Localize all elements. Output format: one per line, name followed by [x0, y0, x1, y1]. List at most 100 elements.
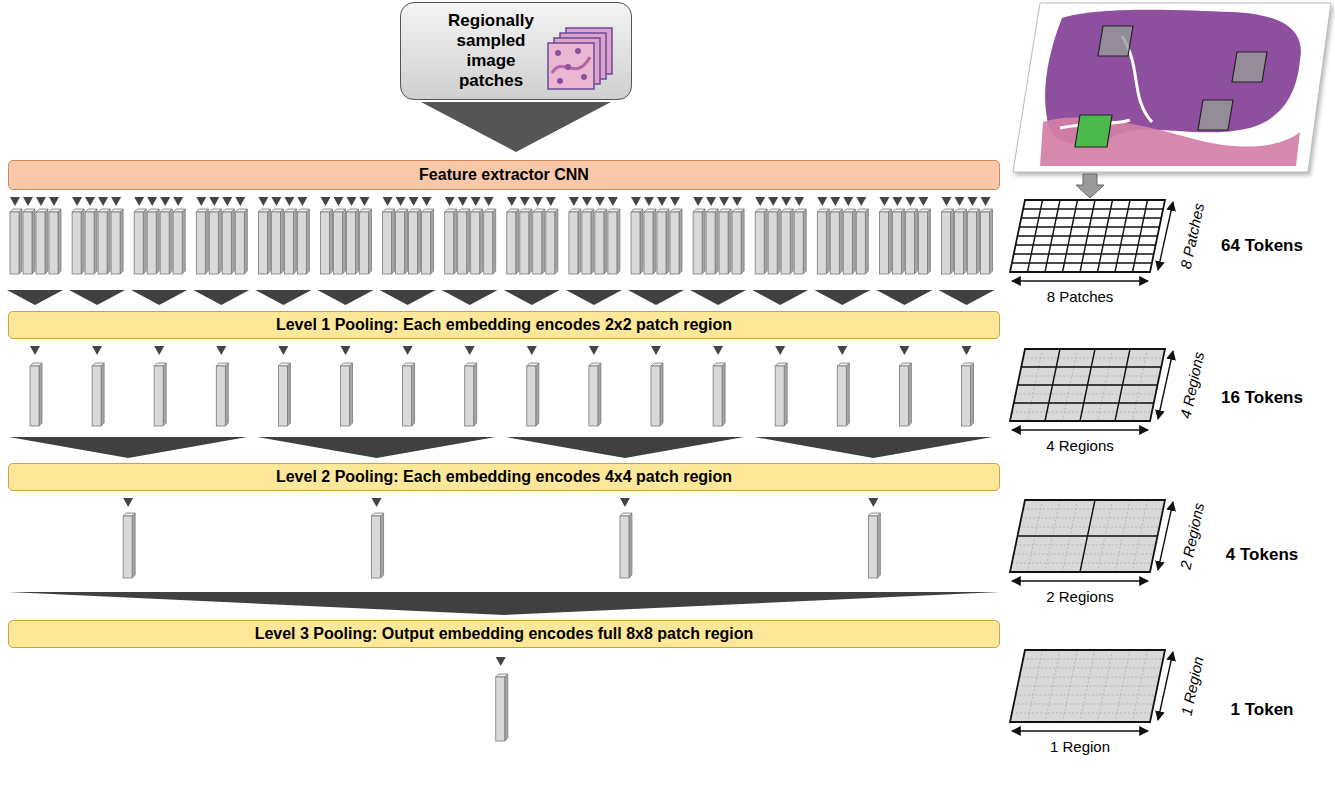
bar-front [72, 212, 81, 274]
sampled-region [1232, 52, 1267, 82]
bar-side [418, 209, 421, 274]
bar-front [546, 212, 555, 274]
output-arrow [546, 197, 556, 206]
bar-front [595, 212, 604, 274]
bar-side [350, 363, 353, 426]
embedding-bar [962, 363, 974, 426]
bar-side [267, 209, 270, 274]
dimension-arrow [1158, 202, 1173, 270]
output-arrow [341, 346, 351, 355]
selected-region [1075, 115, 1112, 147]
bar-side [951, 209, 954, 274]
embedding-bar [409, 209, 421, 274]
bar-top [258, 209, 270, 212]
embedding-bar [271, 209, 283, 274]
bar-side [846, 363, 849, 426]
output-arrow [471, 197, 481, 206]
flow-arrow [421, 102, 611, 152]
bar-side [19, 209, 22, 274]
bar-front [713, 366, 722, 426]
bar-front [10, 212, 19, 274]
bar-front [582, 212, 591, 274]
bar-side [132, 513, 135, 578]
output-arrow [216, 346, 226, 355]
output-arrow [843, 197, 853, 206]
output-arrow [98, 197, 108, 206]
bar-front [403, 366, 412, 426]
bar-side [381, 513, 384, 578]
embedding-bar [794, 209, 806, 274]
output-arrow [955, 197, 965, 206]
embedding-bar [196, 209, 208, 274]
embedding-bar [496, 674, 508, 741]
bar-front [23, 212, 32, 274]
pooling-arrow [754, 437, 992, 458]
embedding-bar [582, 209, 594, 274]
bar-front [608, 212, 617, 274]
bar-side [728, 209, 731, 274]
bar-top [347, 209, 359, 212]
output-arrow [830, 197, 840, 206]
bar-front [222, 212, 231, 274]
embedding-bar [111, 209, 123, 274]
slide-glass [1013, 3, 1331, 172]
bar-front [899, 366, 908, 426]
output-arrow [278, 346, 288, 355]
bar-side [225, 363, 228, 426]
bar-front [496, 677, 505, 741]
bar-side [280, 209, 283, 274]
embedding-bar [981, 209, 993, 274]
bar-side [156, 209, 159, 274]
bar-top [794, 209, 806, 212]
bar-top [706, 209, 718, 212]
patch-nucleus [565, 64, 571, 70]
bar-front [981, 212, 990, 274]
bar-top [92, 363, 104, 366]
output-arrow [465, 346, 475, 355]
bar-top [409, 209, 421, 212]
bar-top [719, 209, 731, 212]
bar-front [775, 366, 784, 426]
embedding-bar [608, 209, 620, 274]
bar-top [72, 209, 84, 212]
pooling-arrow [876, 290, 932, 305]
bar-front [781, 212, 790, 274]
bar-side [244, 209, 247, 274]
bar-front [360, 212, 369, 274]
output-arrow [196, 197, 206, 206]
output-arrow [271, 197, 281, 206]
grid-outline [1010, 349, 1165, 421]
output-arrow [533, 197, 543, 206]
bar-top [10, 209, 22, 212]
patch-nucleus [555, 50, 561, 56]
bar-front [347, 212, 356, 274]
output-arrow [372, 498, 382, 507]
bar-top [278, 363, 290, 366]
bar-top [837, 363, 849, 366]
pooling-arrow [69, 290, 125, 305]
patch-nucleus [575, 48, 581, 54]
bar-side [454, 209, 457, 274]
bar-front [620, 516, 629, 578]
dimension-arrow [1012, 280, 1148, 281]
bar-top [657, 209, 669, 212]
output-arrow [383, 197, 393, 206]
bar-top [781, 209, 793, 212]
output-arrow [396, 197, 406, 206]
output-arrow [496, 657, 506, 666]
grid-subline [1012, 650, 1152, 722]
bar-side [163, 363, 166, 426]
output-arrow [918, 197, 928, 206]
embedding-bar [670, 209, 682, 274]
bar-top [147, 209, 159, 212]
bar-top [608, 209, 620, 212]
node-text: Feature extractor CNN [419, 166, 589, 184]
output-arrow [781, 197, 791, 206]
bar-side [169, 209, 172, 274]
slide-image [1013, 3, 1331, 172]
pooling-arrow [814, 290, 870, 305]
bar-front [905, 212, 914, 274]
bar-side [58, 209, 61, 274]
